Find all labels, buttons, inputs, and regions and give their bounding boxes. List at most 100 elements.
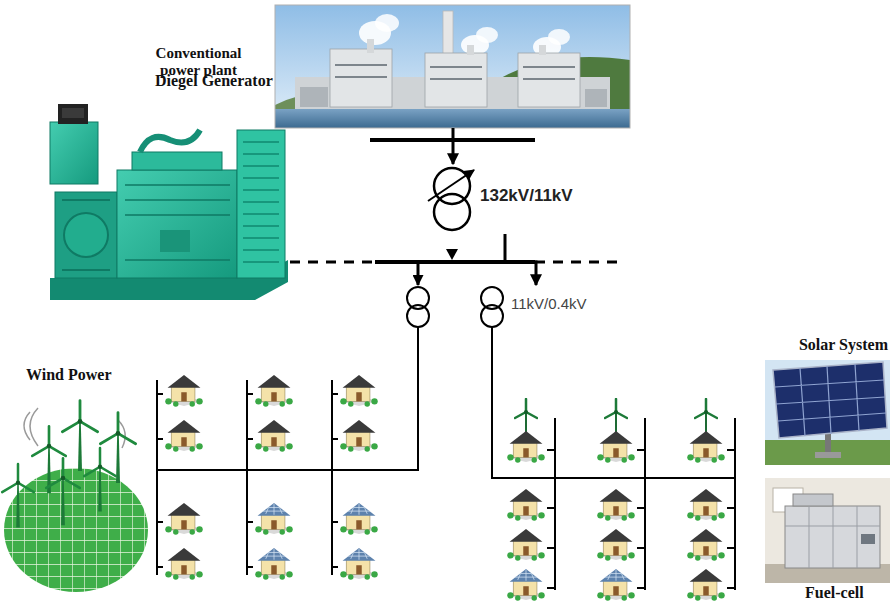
power-plant-picture (335, 65, 575, 79)
network-wiring (446, 249, 458, 260)
wind-farm-picture (2, 464, 34, 527)
power-plant-picture (275, 5, 630, 128)
diesel-generator-picture (132, 152, 222, 170)
feeder-line (157, 327, 735, 590)
diesel-generator-picture (140, 130, 200, 152)
diesel-generator-picture (55, 192, 117, 278)
transformer-symbol (407, 263, 503, 327)
house-icon (165, 375, 203, 407)
house-icon (507, 431, 545, 463)
diesel-generator-picture (58, 104, 88, 124)
power-plant-picture (375, 14, 399, 32)
feeder-line (157, 380, 332, 575)
power-plant-picture (585, 89, 607, 107)
power-plant-picture (275, 109, 630, 128)
transformer-symbol (417, 263, 420, 285)
house-icon (597, 431, 635, 463)
feeder-line (332, 394, 338, 567)
house-icon (597, 489, 635, 521)
wind-farm-picture (24, 408, 38, 446)
fuel-cell-picture (785, 506, 880, 568)
house-icon (340, 503, 378, 535)
solar-panel-picture (773, 362, 887, 438)
solar-panel-picture (775, 364, 886, 436)
wind-farm-picture (46, 458, 79, 525)
feeder-line (727, 450, 735, 588)
network-wiring (290, 261, 375, 264)
fuel-cell-picture (785, 506, 880, 568)
house-icon (597, 569, 635, 601)
power-plant-picture (539, 45, 546, 55)
wind-farm-picture (84, 448, 116, 511)
diesel-generator-picture (50, 104, 288, 300)
fuel-cell-picture (793, 494, 833, 506)
fuel-cell-picture (765, 478, 890, 583)
house-icon (255, 548, 293, 580)
house-icon (687, 569, 725, 601)
diesel-generator-picture (50, 122, 98, 184)
fuel-cell-picture (765, 478, 890, 583)
house-icon (165, 375, 725, 601)
power-plant-picture (275, 5, 630, 128)
solar-panel-picture (765, 360, 890, 465)
house-icon (255, 375, 293, 407)
feeder-line (157, 327, 418, 470)
transformer-symbol (428, 168, 474, 230)
fuel-cell-picture (861, 534, 875, 544)
power-plant-picture (367, 39, 374, 53)
fuel-cell-picture: Fuel-cell (765, 478, 890, 583)
feeder-line (492, 327, 735, 478)
diesel-generator-picture (160, 230, 190, 252)
wind-farm-picture (62, 401, 97, 471)
power-plant-picture (548, 29, 570, 45)
house-icon (165, 548, 203, 580)
solar-panel-picture (815, 452, 841, 458)
diesel-generator-picture (62, 200, 110, 270)
house-icon (687, 529, 725, 561)
power-plant-picture: Conventional power plant (275, 5, 630, 128)
house-icon (507, 529, 545, 561)
diesel-generator-picture (125, 185, 230, 260)
house-icon (255, 420, 293, 452)
feeder-line (555, 418, 735, 590)
voltage-label: 132kV/11kV (480, 186, 573, 206)
feeder-line (547, 450, 555, 588)
solar-panel-picture: Solar System (765, 360, 890, 465)
transformer-symbol (434, 194, 470, 230)
house-icon (340, 548, 378, 580)
wind-farm-picture (100, 413, 135, 483)
power-plant-picture (467, 45, 474, 55)
wind-farm-picture (2, 401, 148, 592)
house-icon (340, 375, 378, 407)
house-icon (165, 420, 203, 452)
power-plant-picture (275, 5, 630, 128)
diesel-generator-picture (62, 108, 84, 118)
power-plant-picture (476, 27, 498, 43)
transformer-symbol: 11kV/0.4kV (479, 285, 593, 329)
feeder-line (157, 394, 163, 567)
house-icon (507, 569, 545, 601)
wind-farm-picture (32, 426, 65, 493)
transformer-symbol (428, 170, 474, 201)
diesel-generator-picture (64, 213, 108, 257)
power-plant-picture (300, 87, 328, 107)
transformer-symbol (407, 305, 429, 327)
picture-label: Fuel-cell (805, 584, 864, 602)
house-icon (165, 503, 203, 535)
picture-label: Wind Power (26, 366, 111, 384)
voltage-label: 11kV/0.4kV (511, 295, 587, 312)
wind-farm-picture: Wind Power (4, 366, 154, 602)
house-icon (687, 489, 725, 521)
picture-label: Solar System (799, 336, 888, 354)
house-icon (255, 503, 293, 535)
diesel-generator-picture: Diegel Generator (40, 100, 290, 310)
network-wiring (535, 261, 620, 264)
picture-label: Diegel Generator (155, 72, 273, 90)
feeder-line (247, 394, 253, 567)
diesel-generator-picture (243, 142, 279, 262)
solar-panel-picture (765, 360, 890, 465)
